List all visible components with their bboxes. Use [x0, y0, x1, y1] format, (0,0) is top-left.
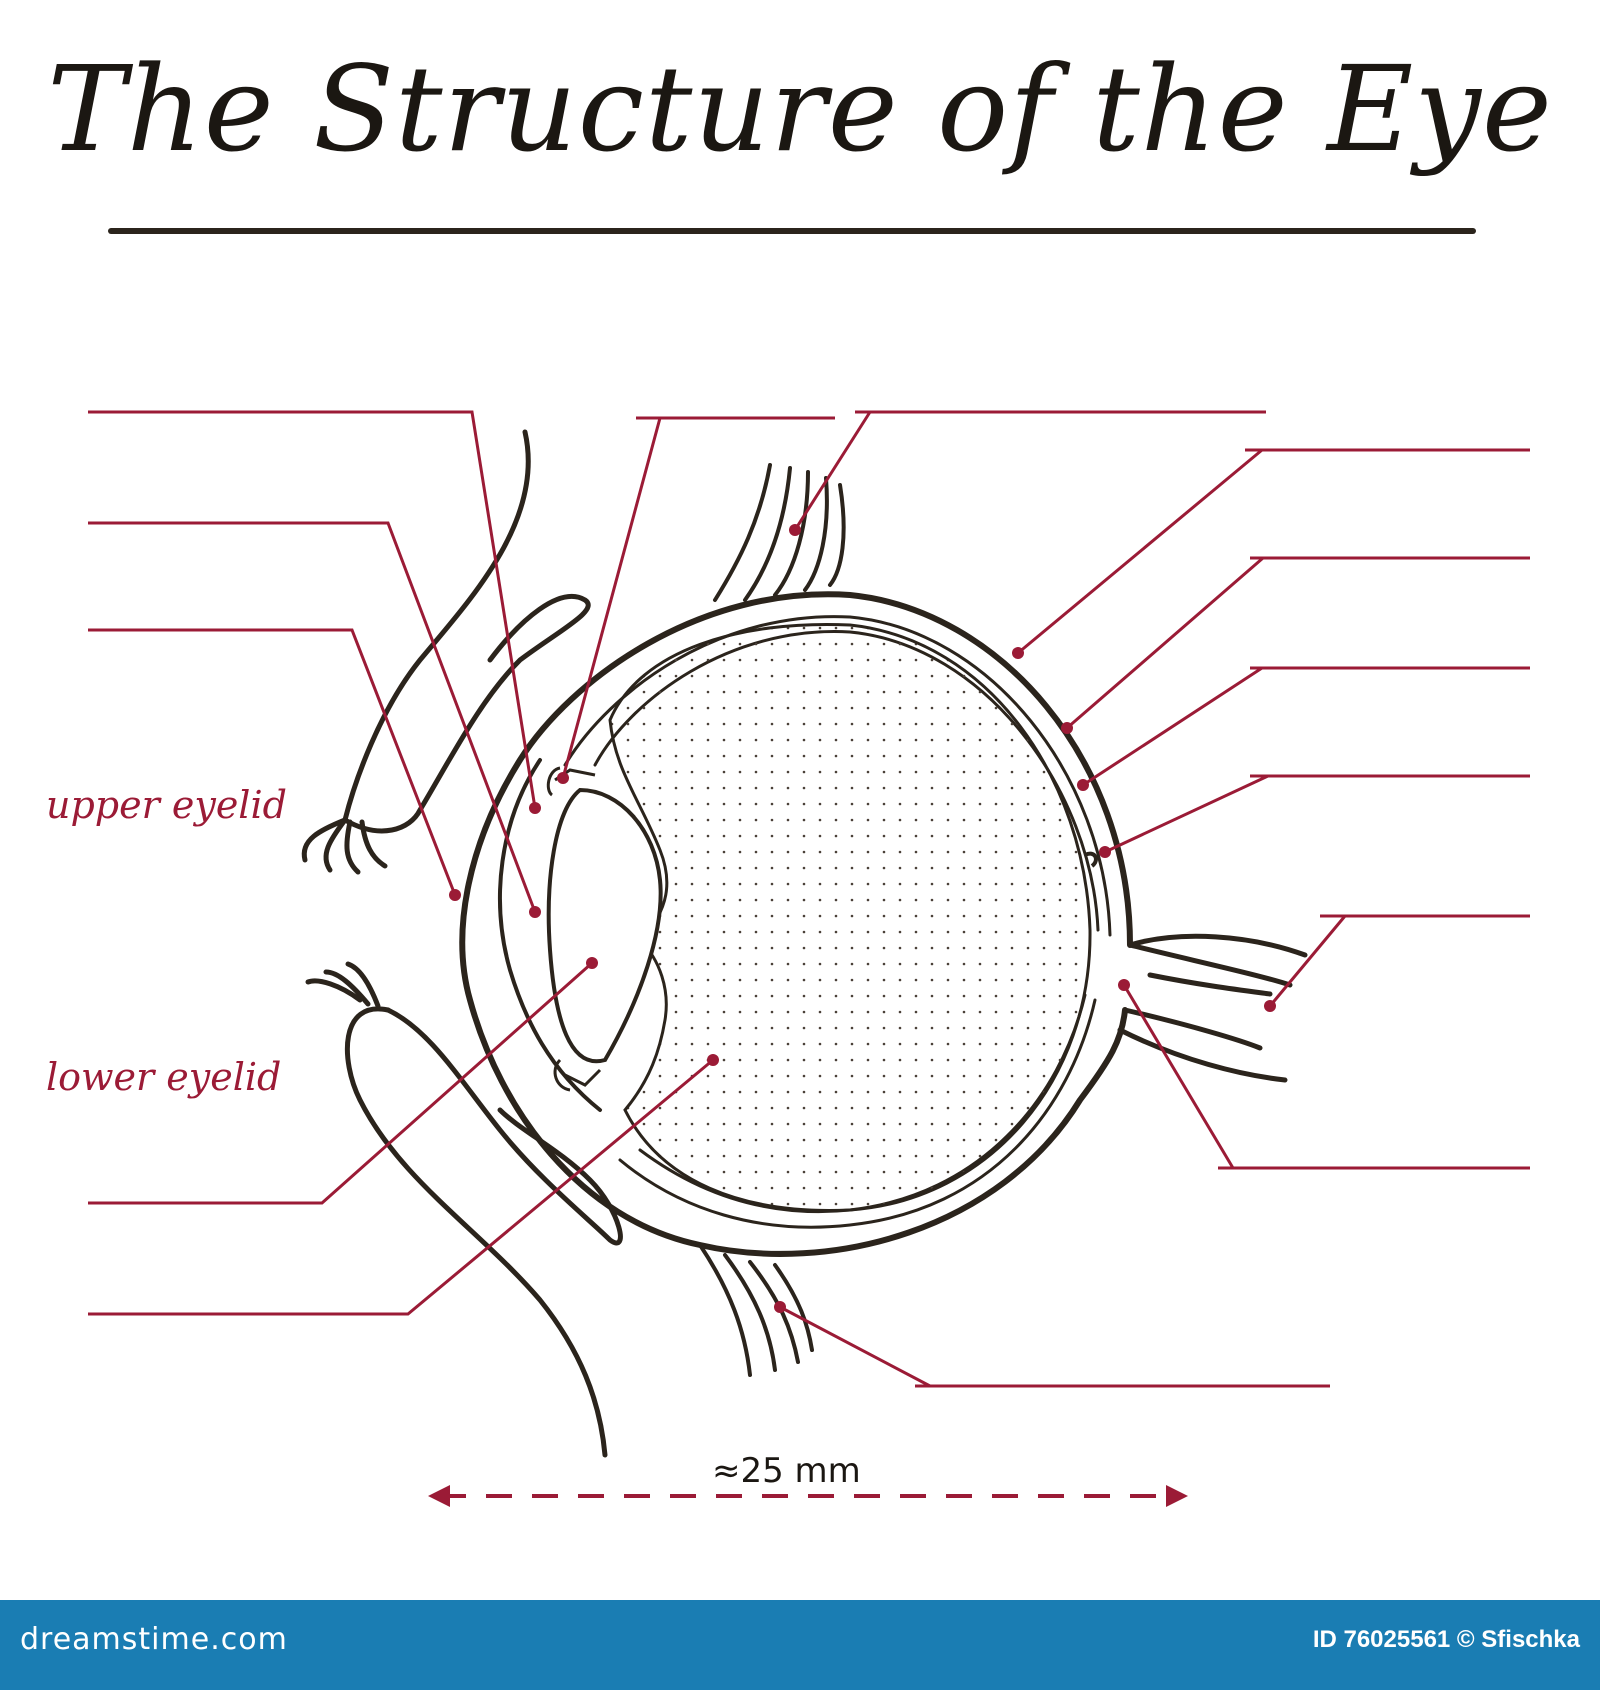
leader-dot	[1077, 779, 1089, 791]
leader-lines-left	[88, 410, 835, 1316]
leader-dot	[774, 1301, 786, 1313]
scale-arrow-right	[1166, 1485, 1188, 1507]
leader-dot	[1012, 647, 1024, 659]
label-lower-eyelid: lower eyelid	[46, 1055, 281, 1099]
leader-dot	[586, 957, 598, 969]
lens	[546, 787, 663, 1064]
optic-nerve	[1117, 933, 1308, 1083]
leader-dot	[557, 772, 569, 784]
leader-dot	[529, 802, 541, 814]
leader-dot	[707, 1054, 719, 1066]
footer-bar: dreamstime.com ID 76025561 © Sfischka	[0, 1600, 1600, 1690]
title-underline	[108, 228, 1476, 234]
scale-label: ≈25 mm	[712, 1451, 861, 1491]
leader-dots	[449, 524, 1276, 1313]
scale-arrow-left	[428, 1485, 450, 1507]
leader-dot	[529, 906, 541, 918]
diagram-title: The Structure of the Eye	[47, 40, 1553, 178]
fovea	[1084, 851, 1098, 868]
leader-dot	[1061, 722, 1073, 734]
leader-dot	[1099, 846, 1111, 858]
leader-dot	[1264, 1000, 1276, 1012]
label-upper-eyelid: upper eyelid	[46, 783, 287, 827]
leader-dot	[789, 524, 801, 536]
footer-brand[interactable]: dreamstime.com	[20, 1622, 288, 1657]
leader-dot	[1118, 979, 1130, 991]
leader-dot	[449, 889, 461, 901]
inferior-muscle	[698, 1243, 814, 1377]
upper-eyelid-shape	[301, 429, 591, 875]
lower-eyelid-shape	[305, 961, 623, 1458]
footer-image-id: ID 76025561 © Sfischka	[1312, 1626, 1580, 1653]
superior-muscle	[713, 463, 846, 602]
scale-bar	[428, 1485, 1188, 1507]
vitreous-body	[608, 622, 1092, 1212]
eye-diagram: upper eyelid lower eyelid ≈25 mm	[46, 410, 1530, 1507]
leader-lines-right	[779, 410, 1530, 1388]
